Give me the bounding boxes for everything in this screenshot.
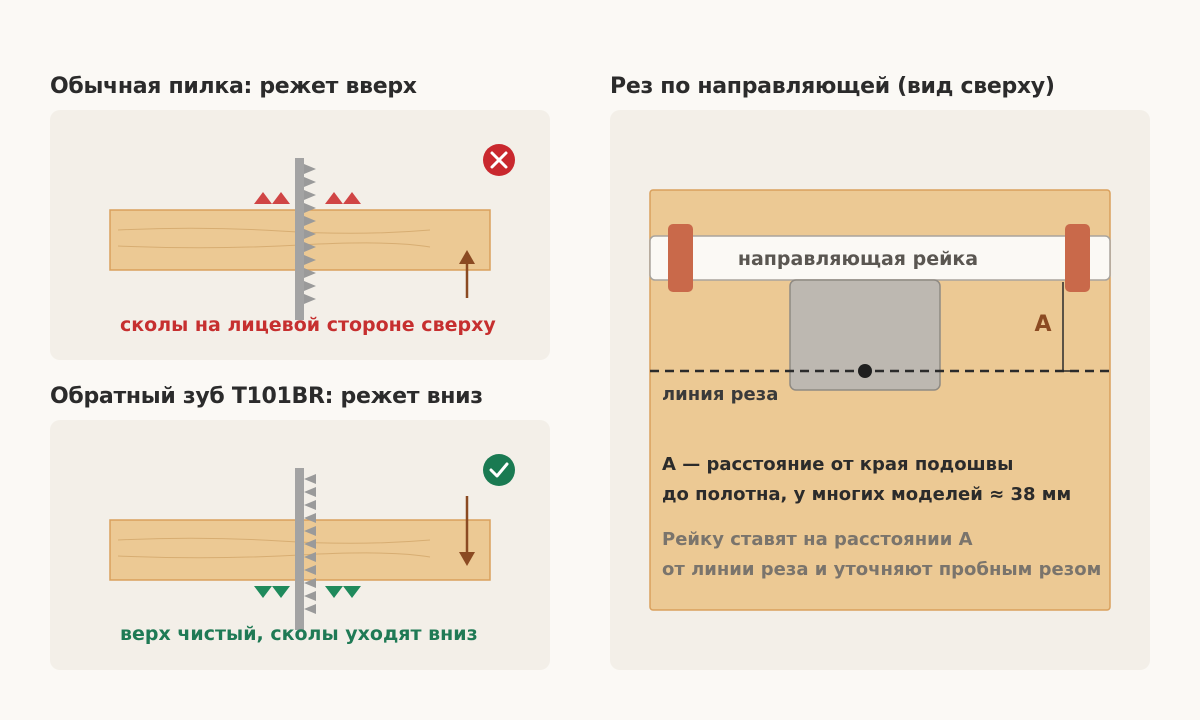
- x-circle-icon: [483, 144, 515, 176]
- guide-title: Рез по направляющей (вид сверху): [610, 74, 1055, 99]
- up-arrow-icon: [459, 250, 475, 298]
- splinter-mark-left: [254, 586, 290, 598]
- base-plate: [789, 279, 941, 391]
- cut-line-label: линия реза: [662, 384, 778, 405]
- wood-grain: [117, 227, 431, 234]
- splinter-mark-right: [325, 586, 361, 598]
- panel-down-caption: верх чистый, сколы уходят вниз: [120, 623, 478, 645]
- workpiece: [649, 189, 1111, 611]
- splinter-mark-left: [254, 192, 290, 204]
- note-bold-1: A — расстояние от края подошвы: [662, 454, 1013, 475]
- down-arrow-icon: [459, 496, 475, 566]
- blade-point: [858, 364, 872, 378]
- dimension-marker: [1055, 282, 1072, 372]
- wood-grain: [117, 537, 431, 544]
- note-2: от линии реза и уточняют пробным резом: [662, 559, 1101, 580]
- note-bold-2: до полотна, у многих моделей ≈ 38 мм: [662, 484, 1071, 505]
- panel-down-title: Обратный зуб T101BR: режет вниз: [50, 384, 483, 409]
- saw-blade-reverse: [295, 468, 316, 630]
- panel-up-title: Обычная пилка: режет вверх: [50, 74, 417, 99]
- panel-up-caption: сколы на лицевой стороне сверху: [120, 314, 496, 336]
- note-1: Рейку ставят на расстоянии A: [662, 529, 973, 550]
- splinter-mark-right: [325, 192, 361, 204]
- check-circle-icon: [483, 454, 515, 486]
- rail-label: направляющая рейка: [738, 248, 978, 270]
- clamp-right: [1065, 224, 1090, 292]
- distance-label: A: [1034, 312, 1051, 337]
- clamp-left: [668, 224, 693, 292]
- saw-blade: [295, 158, 316, 320]
